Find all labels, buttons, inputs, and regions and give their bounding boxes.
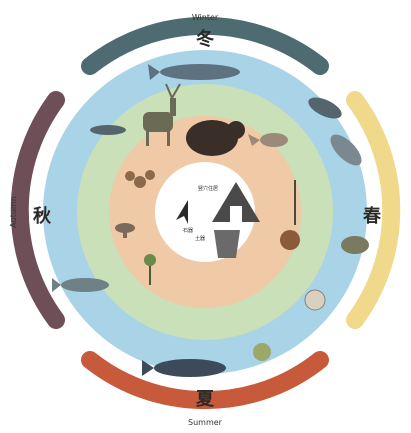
autumn-en-label: Autumn [9, 196, 18, 228]
pottery-icon [214, 230, 240, 258]
autumn-kanji-label: 秋 [33, 205, 52, 227]
winter-kanji-label: 冬 [196, 28, 214, 50]
center-label-stone-tool: 石器 [183, 228, 193, 234]
fish-icon [341, 236, 369, 254]
spring-kanji-label: 春 [363, 205, 382, 227]
center-label-pottery: 土器 [195, 235, 205, 242]
fish-icon [90, 125, 126, 135]
center-label-hut: 竪穴住居 [198, 185, 218, 192]
summer-kanji-label: 夏 [196, 389, 215, 410]
winter-en-label: Winter [192, 13, 219, 22]
summer-en-label: Summer [188, 418, 223, 427]
